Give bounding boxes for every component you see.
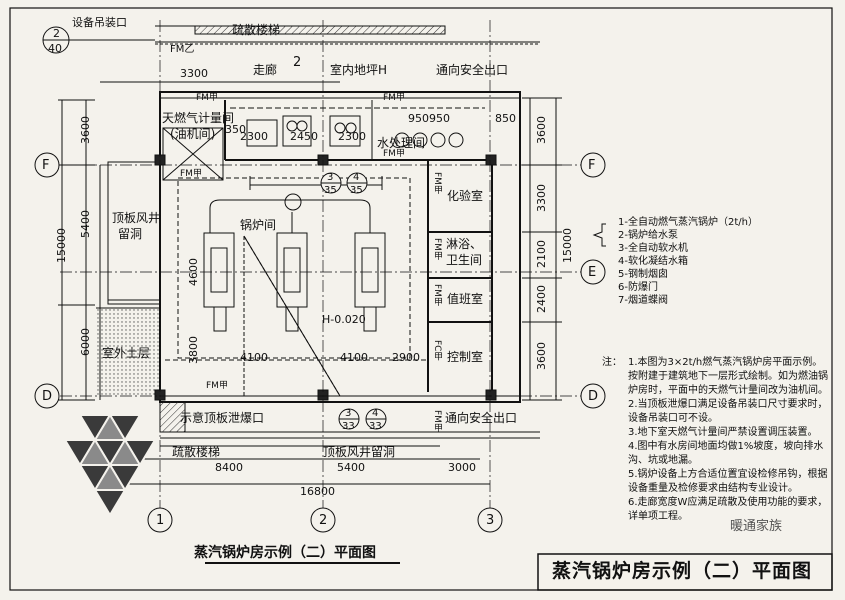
level-mark-label: H-0.020 (322, 313, 366, 326)
callout-number: 4 (353, 172, 360, 183)
door-label: FC甲 (432, 340, 442, 361)
axis-2-bottom: 2 (319, 513, 328, 528)
legend-item: 2-锅炉给水泵 (618, 230, 678, 241)
dim-4100a: 4100 (240, 351, 268, 364)
equipment-legend: 1-全自动燃气蒸汽锅炉（2t/h） 2-锅炉给水泵 3-全自动软水机 4-软化凝… (618, 218, 758, 309)
dim-bottom-16800: 16800 (300, 485, 335, 498)
notes-label: 注： (602, 357, 622, 368)
water-treatment-room-label: 水处理间 (377, 136, 426, 150)
legend-item: 5-钢制烟囱 (618, 269, 668, 280)
door-label: FM甲 (383, 93, 405, 103)
roof-vent-opening-label: 留洞 (118, 227, 143, 241)
axis-1-bottom: 1 (156, 513, 165, 528)
equipment-hatch-label: 设备吊装口 (72, 16, 127, 29)
dim-left-3600: 3600 (79, 116, 92, 144)
dim-2900: 2900 (392, 351, 420, 364)
door-fm-yi-top: FM乙 (170, 44, 195, 55)
vent-hatch-label: 示意顶板泄爆口 (180, 411, 265, 425)
stair-bottom-label: 疏散楼梯 (172, 445, 221, 459)
title-block-text: 蒸汽锅炉房示例（二）平面图 (552, 560, 813, 582)
dim-3800: 3800 (187, 336, 200, 364)
door-label: FM甲 (383, 149, 405, 159)
note-item: 5.锅炉设备上方合适位置宜设检修吊钩，根据设备重量及检修要求由结构专业设计。 (628, 469, 828, 494)
dim-bottom-8400: 8400 (215, 461, 243, 474)
exit-bottom-label: 通向安全出口 (445, 411, 518, 425)
dim-left-15000: 15000 (55, 228, 68, 263)
dim-right-2100: 2100 (535, 240, 548, 268)
duty-room-label: 值班室 (447, 292, 484, 306)
axis-3-bottom: 3 (486, 513, 495, 528)
dim-2450: 2450 (290, 130, 318, 143)
dim-left-6000: 6000 (79, 328, 92, 356)
boiler-room-label: 锅炉间 (240, 218, 277, 232)
door-label: FM甲 (196, 93, 218, 103)
callout-sheet: 33 (342, 421, 355, 432)
door-label: FM甲 (432, 238, 442, 260)
dim-4600: 4600 (187, 258, 200, 286)
callout-sheet: 35 (324, 185, 337, 196)
callout-number: 3 (345, 408, 352, 419)
dim-950950: 950950 (408, 112, 450, 125)
detail-ref-sheet: 40 (48, 42, 62, 55)
axis-e-right: E (588, 265, 597, 280)
dim-left-5400: 5400 (79, 210, 92, 238)
detail-ref-number: 2 (53, 27, 60, 40)
note-item: 2.当顶板泄爆口满足设备吊装口尺寸要求时，设备吊装口可不设。 (628, 399, 828, 424)
outdoor-soil-label: 室外土层 (102, 346, 151, 360)
dim-bottom-3000: 3000 (448, 461, 476, 474)
axis-f-left: F (42, 158, 50, 173)
axis-d-left: D (42, 389, 53, 404)
door-label: FM甲 (432, 284, 442, 306)
door-label: FM甲 (206, 381, 228, 391)
oil-pump-room-label: (油机间) (170, 127, 216, 141)
floor-level-label: 室内地坪H (330, 63, 388, 77)
notes-list: 1.本图为3×2t/h燃气蒸汽锅炉房平面示例。按附建于建筑地下一层形式绘制。如为… (628, 356, 828, 524)
callout-sheet: 33 (369, 421, 382, 432)
dim-right-3300: 3300 (535, 184, 548, 212)
section-mark-top: 2 (293, 55, 302, 70)
dim-right-3600b: 3600 (535, 342, 548, 370)
axis-d-right: D (588, 389, 599, 404)
corridor-label: 走廊 (253, 63, 278, 77)
door-label: FM甲 (432, 172, 442, 194)
axis-f-right: F (588, 158, 596, 173)
gas-meter-room-label: 天燃气计量间 (162, 111, 235, 125)
dim-right-3600a: 3600 (535, 116, 548, 144)
watermark-text: 暖通家族 (730, 519, 783, 534)
drawing-title: 蒸汽锅炉房示例（二）平面图 (194, 545, 376, 561)
toilet-room-label: 卫生间 (446, 253, 483, 267)
dim-2300b: 2300 (338, 130, 366, 143)
legend-item: 7-烟道蝶阀 (618, 295, 668, 306)
dim-right-15000: 15000 (561, 228, 574, 263)
door-label: FM甲 (432, 410, 442, 432)
legend-item: 4-软化凝结水箱 (618, 256, 688, 267)
dim-bottom-5400: 5400 (337, 461, 365, 474)
note-item: 1.本图为3×2t/h燃气蒸汽锅炉房平面示例。按附建于建筑地下一层形式绘制。如为… (628, 357, 828, 396)
callout-number: 3 (327, 172, 334, 183)
control-room-label: 控制室 (447, 350, 484, 364)
legend-item: 1-全自动燃气蒸汽锅炉（2t/h） (618, 217, 758, 228)
dim-350: 350 (225, 123, 246, 136)
dim-2300a: 2300 (240, 130, 268, 143)
door-label: FM甲 (180, 169, 202, 179)
stair-top-label: 疏散楼梯 (232, 23, 281, 37)
legend-item: 3-全自动软水机 (618, 243, 688, 254)
lab-room-label: 化验室 (447, 189, 484, 203)
shower-room-label: 淋浴、 (446, 237, 483, 251)
note-item: 6.走廊宽度W应满足疏散及使用功能的要求，详单项工程。 (628, 497, 828, 522)
dim-3300-top: 3300 (180, 67, 208, 80)
roof-vent-label: 顶板风井 (112, 211, 161, 225)
note-item: 3.地下室天燃气计量间严禁设置调压装置。 (628, 427, 818, 438)
note-item: 4.图中有水房间地面均做1%坡度，坡向排水沟、坑或地漏。 (628, 441, 824, 466)
dim-850: 850 (495, 112, 516, 125)
exit-top-label: 通向安全出口 (436, 63, 509, 77)
roof-vent-bottom-label: 顶板风井留洞 (323, 445, 396, 459)
legend-item: 6-防爆门 (618, 282, 658, 293)
dim-4100b: 4100 (340, 351, 368, 364)
callout-number: 4 (372, 408, 379, 419)
callout-sheet: 35 (350, 185, 363, 196)
dim-right-2400: 2400 (535, 285, 548, 313)
